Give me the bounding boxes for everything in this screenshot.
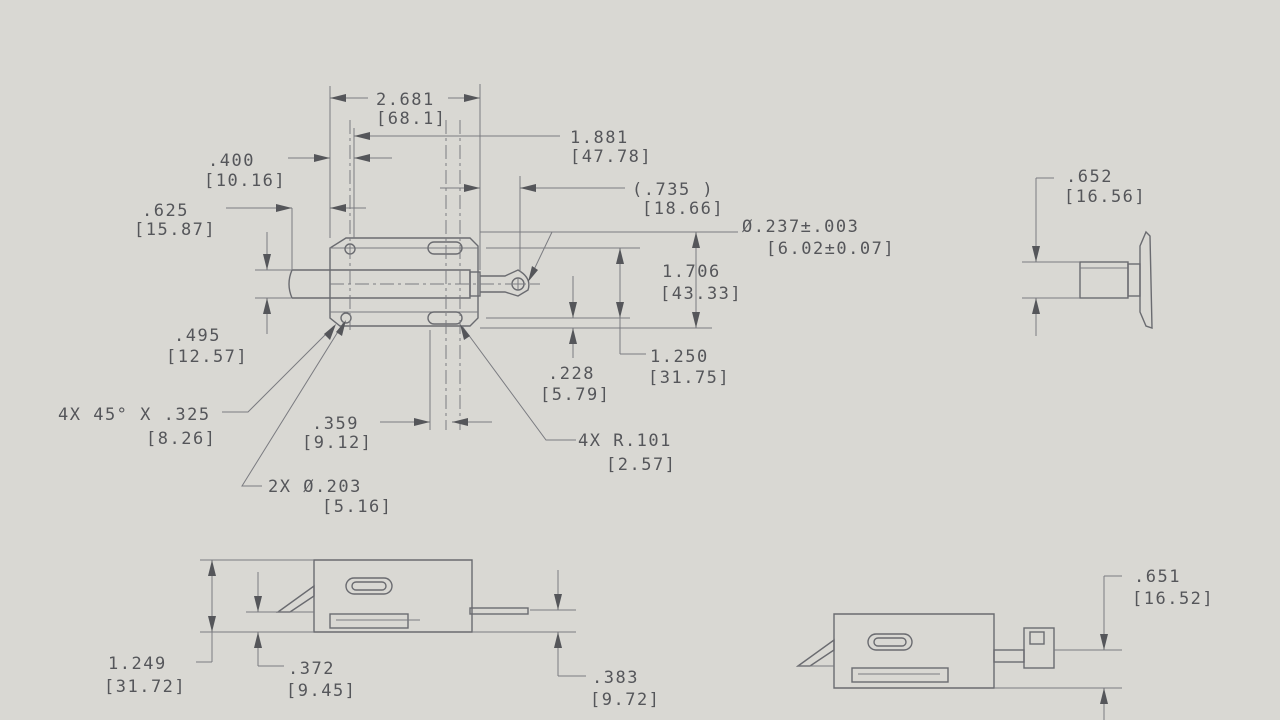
latch-body-outline bbox=[329, 237, 479, 327]
dim-400-mm: [10.16] bbox=[204, 171, 286, 191]
dim-hole-in: 2X Ø.203 bbox=[268, 477, 362, 497]
dim-chamfer-mm: [8.26] bbox=[146, 429, 216, 449]
dim-735-mm: [18.66] bbox=[642, 199, 724, 219]
dim-372-in: .372 bbox=[288, 659, 335, 679]
dim-2681-mm: [68.1] bbox=[376, 109, 446, 129]
side-view: .652 [16.56] bbox=[1022, 167, 1153, 336]
bolt-rod-left bbox=[288, 269, 330, 299]
dim-1706-mm: [43.33] bbox=[660, 284, 742, 304]
dim-2681-in: 2.681 bbox=[376, 90, 435, 110]
dim-625-mm: [15.87] bbox=[134, 220, 216, 240]
dim-1249-mm: [31.72] bbox=[104, 677, 186, 697]
dim-651-mm: [16.52] bbox=[1132, 589, 1214, 609]
front-ext-bolt bbox=[851, 667, 949, 683]
dim-hole-mm: [5.16] bbox=[322, 497, 392, 517]
dim-chamfer-in: 4X 45° X .325 bbox=[58, 405, 211, 425]
dim-383-mm: [9.72] bbox=[590, 690, 660, 710]
dim-495-mm: [12.57] bbox=[166, 347, 248, 367]
dim-237-in: Ø.237±.003 bbox=[742, 217, 859, 237]
dim-372-mm: [9.45] bbox=[286, 681, 356, 701]
dim-228-in: .228 bbox=[548, 364, 595, 384]
dim-1706-in: 1.706 bbox=[662, 262, 721, 282]
dim-1881-mm: [47.78] bbox=[570, 147, 652, 167]
top-view: 2.681 [68.1] 1.881 [47.78] .400 [10.16] … bbox=[58, 84, 895, 517]
bottom-slot bbox=[427, 311, 463, 325]
dim-735-in: (.735 ) bbox=[632, 180, 714, 200]
mounting-hole-bottom bbox=[340, 312, 352, 324]
front-slot bbox=[345, 577, 393, 595]
dim-359-mm: [9.12] bbox=[302, 433, 372, 453]
dim-1250-mm: [31.75] bbox=[648, 368, 730, 388]
front-view-extended: .651 [16.52] bbox=[795, 567, 1214, 720]
dim-1881-in: 1.881 bbox=[570, 128, 629, 148]
dim-495-in: .495 bbox=[174, 326, 221, 346]
dim-radius-in: 4X R.101 bbox=[578, 431, 672, 451]
dim-383-in: .383 bbox=[592, 668, 639, 688]
dim-651-in: .651 bbox=[1134, 567, 1181, 587]
dim-1249-in: 1.249 bbox=[108, 654, 167, 674]
front-ext-knob bbox=[1023, 627, 1055, 669]
top-slot bbox=[427, 241, 463, 255]
front-view: 1.249 [31.72] .372 [9.45] .383 [9.72] bbox=[104, 559, 660, 710]
dim-228-mm: [5.79] bbox=[540, 385, 610, 405]
dim-400-in: .400 bbox=[208, 151, 255, 171]
front-bolt bbox=[329, 613, 409, 629]
dim-652-mm: [16.56] bbox=[1064, 187, 1146, 207]
dim-radius-mm: [2.57] bbox=[606, 455, 676, 475]
dim-625-in: .625 bbox=[142, 201, 189, 221]
dim-237-mm: [6.02±0.07] bbox=[766, 239, 895, 259]
front-ext-slot bbox=[867, 633, 913, 651]
dim-1250-in: 1.250 bbox=[650, 347, 709, 367]
front-pin bbox=[469, 607, 529, 615]
dim-652-in: .652 bbox=[1066, 167, 1113, 187]
handle-tab bbox=[480, 269, 530, 297]
side-flange bbox=[1139, 230, 1153, 329]
dim-359-in: .359 bbox=[312, 414, 359, 434]
